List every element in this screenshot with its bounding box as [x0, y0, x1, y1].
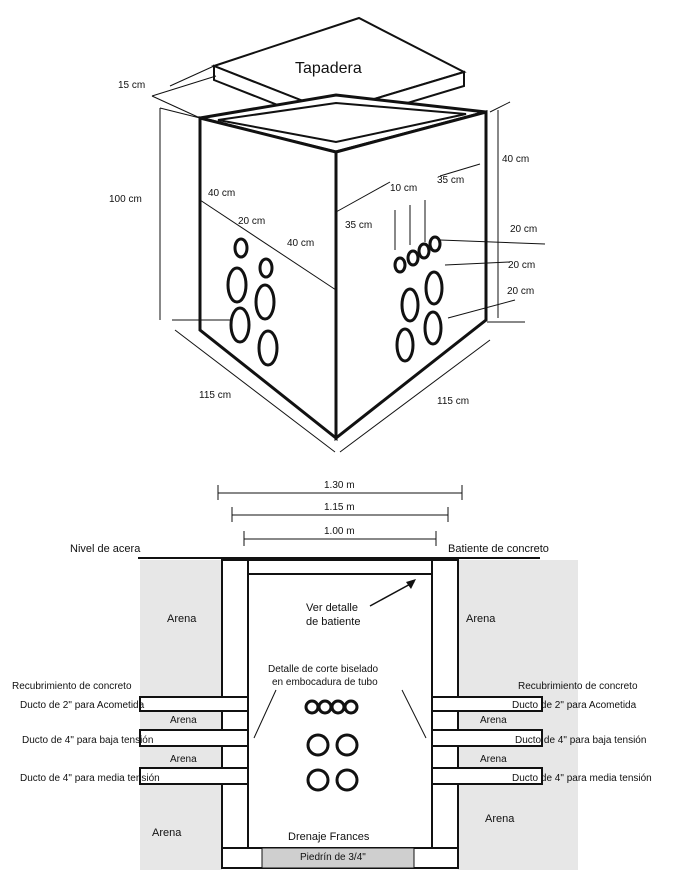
arrowhead-ver-detalle — [406, 579, 416, 589]
dim-left-hole-side: 40 cm — [287, 238, 314, 249]
label-nivel-acera: Nivel de acera — [70, 543, 141, 555]
arrow-ver-detalle — [369, 581, 415, 607]
batiente-slab — [231, 559, 447, 575]
label-arena-left-duct-1: Arena — [170, 715, 197, 726]
label-ver-detalle-1: Ver detalle — [306, 602, 358, 614]
label-arena-right-bottom: Arena — [485, 813, 515, 825]
label-ducto-4-baja-left: Ducto de 4" para baja tensión — [22, 735, 153, 746]
dim-lid-thickness: 15 cm — [118, 80, 145, 91]
label-drenaje: Drenaje Frances — [288, 831, 370, 843]
dim-right-small-gap: 10 cm — [390, 183, 417, 194]
label-ver-detalle-2: de batiente — [306, 616, 360, 628]
label-batiente: Batiente de concreto — [448, 543, 549, 555]
dim-width-left: 115 cm — [199, 390, 231, 401]
hole-small — [428, 235, 442, 253]
dim-height: 100 cm — [109, 194, 142, 205]
dim-right-20-c: 20 cm — [507, 286, 534, 297]
dim-inner: 1.00 m — [324, 526, 355, 537]
hole-small — [393, 256, 407, 274]
box-right-face — [334, 110, 488, 442]
arrow-corte-left — [253, 689, 277, 739]
isometric-box: Tapadera — [109, 16, 546, 453]
left-face-holes — [226, 237, 279, 367]
section-holes — [304, 699, 359, 792]
label-arena-right-duct-1: Arena — [480, 715, 507, 726]
box-rim-inner — [217, 101, 467, 144]
section-view: 1.30 m 1.15 m 1.00 m Nivel de acera Bati… — [12, 480, 652, 870]
label-arena-right-duct-2: Arena — [480, 754, 507, 765]
dim-right-left-35: 35 cm — [345, 220, 372, 231]
label-ducto-4-baja-right: Ducto de 4" para baja tensión — [515, 735, 646, 746]
dim-outer: 1.30 m — [324, 480, 355, 491]
label-detalle-corte-1: Detalle de corte biselado — [268, 664, 379, 675]
label-arena-left-bottom: Arena — [152, 827, 182, 839]
gravel-fill — [261, 847, 415, 869]
hole-large — [395, 327, 415, 363]
label-recubrimiento-left: Recubrimiento de concreto — [12, 681, 132, 692]
soil-right — [458, 560, 578, 870]
dim-right-20-a: 20 cm — [510, 224, 537, 235]
dim-right-20-b: 20 cm — [508, 260, 535, 271]
dim-left-hole-top: 40 cm — [208, 188, 235, 199]
label-ducto-2-left: Ducto de 2" para Acometida — [20, 700, 145, 711]
hole-large — [229, 306, 251, 344]
label-arena-right-top: Arena — [466, 613, 496, 625]
hole-small — [406, 249, 420, 267]
arrow-corte-right — [401, 689, 427, 739]
hole-large — [423, 310, 443, 346]
ducts-right — [431, 696, 543, 785]
top-dimension-lines — [151, 65, 546, 453]
soil-left — [140, 560, 222, 870]
hole-small — [417, 242, 431, 260]
ducts-left — [139, 696, 249, 785]
lid-label: Tapadera — [295, 60, 362, 77]
hole-small — [258, 257, 274, 279]
hole-large — [254, 283, 276, 321]
hole-large — [400, 287, 420, 323]
hole-large — [226, 266, 248, 304]
label-arena-left-duct-2: Arena — [170, 754, 197, 765]
label-arena-left-top: Arena — [167, 613, 197, 625]
label-piedrin: Piedrín de 3/4" — [300, 852, 366, 863]
right-face-holes — [393, 235, 444, 363]
label-ducto-4-media-right: Ducto de 4" para media tensión — [512, 773, 652, 784]
hole-small — [233, 237, 249, 259]
hole-large — [424, 270, 444, 306]
label-detalle-corte-2: en embocadura de tubo — [272, 677, 378, 688]
section-dimension-lines — [217, 485, 463, 546]
dim-top-offset-right: 40 cm — [502, 154, 529, 165]
dim-left-hole-gap: 20 cm — [238, 216, 265, 227]
dim-width-right: 115 cm — [437, 396, 469, 407]
label-ducto-2-right: Ducto de 2" para Acometida — [512, 700, 637, 711]
label-ducto-4-media-left: Ducto de 4" para media tensión — [20, 773, 160, 784]
dim-right-top-35: 35 cm — [437, 175, 464, 186]
hole-large — [257, 329, 279, 367]
dim-mid: 1.15 m — [324, 502, 355, 513]
label-recubrimiento-right: Recubrimiento de concreto — [518, 681, 638, 692]
